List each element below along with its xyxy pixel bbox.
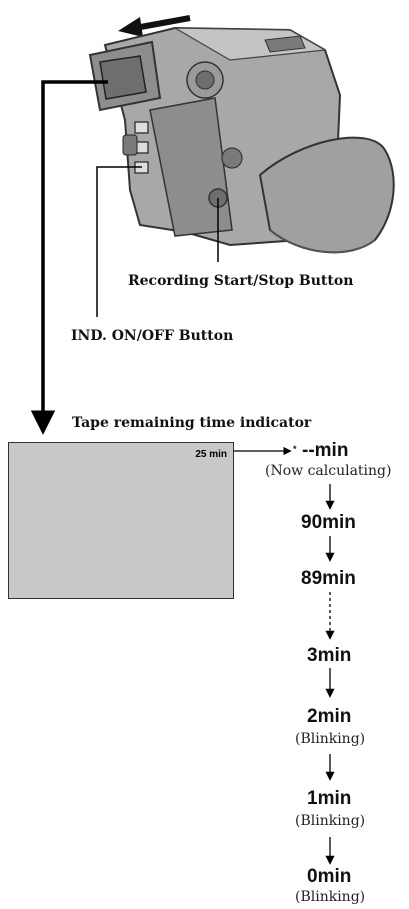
direction-arrow-icon <box>118 15 191 37</box>
recording-button-label: Recording Start/Stop Button <box>128 273 354 289</box>
seq-note: (Blinking) <box>295 889 366 905</box>
calc-star: * <box>293 444 297 454</box>
seq-value: 3min <box>307 645 352 666</box>
seq-note: (Blinking) <box>295 731 366 747</box>
ind-button-label: IND. ON/OFF Button <box>71 328 234 344</box>
seq-note: (Now calculating) <box>265 463 392 479</box>
seq-value: 0min <box>307 866 352 887</box>
screen-time-readout: 25 min <box>195 449 227 460</box>
indicator-title: Tape remaining time indicator <box>72 415 312 431</box>
viewfinder <box>88 40 162 112</box>
seq-value: --min <box>302 440 349 461</box>
seq-note: (Blinking) <box>295 813 366 829</box>
seq-value: 2min <box>307 706 352 727</box>
seq-value: 89min <box>301 568 356 589</box>
seq-value: 90min <box>301 512 356 533</box>
hand-strap <box>258 136 395 254</box>
seq-value: 1min <box>307 788 352 809</box>
viewfinder-screen: 25 min <box>8 442 234 599</box>
callout-lines <box>30 80 292 456</box>
